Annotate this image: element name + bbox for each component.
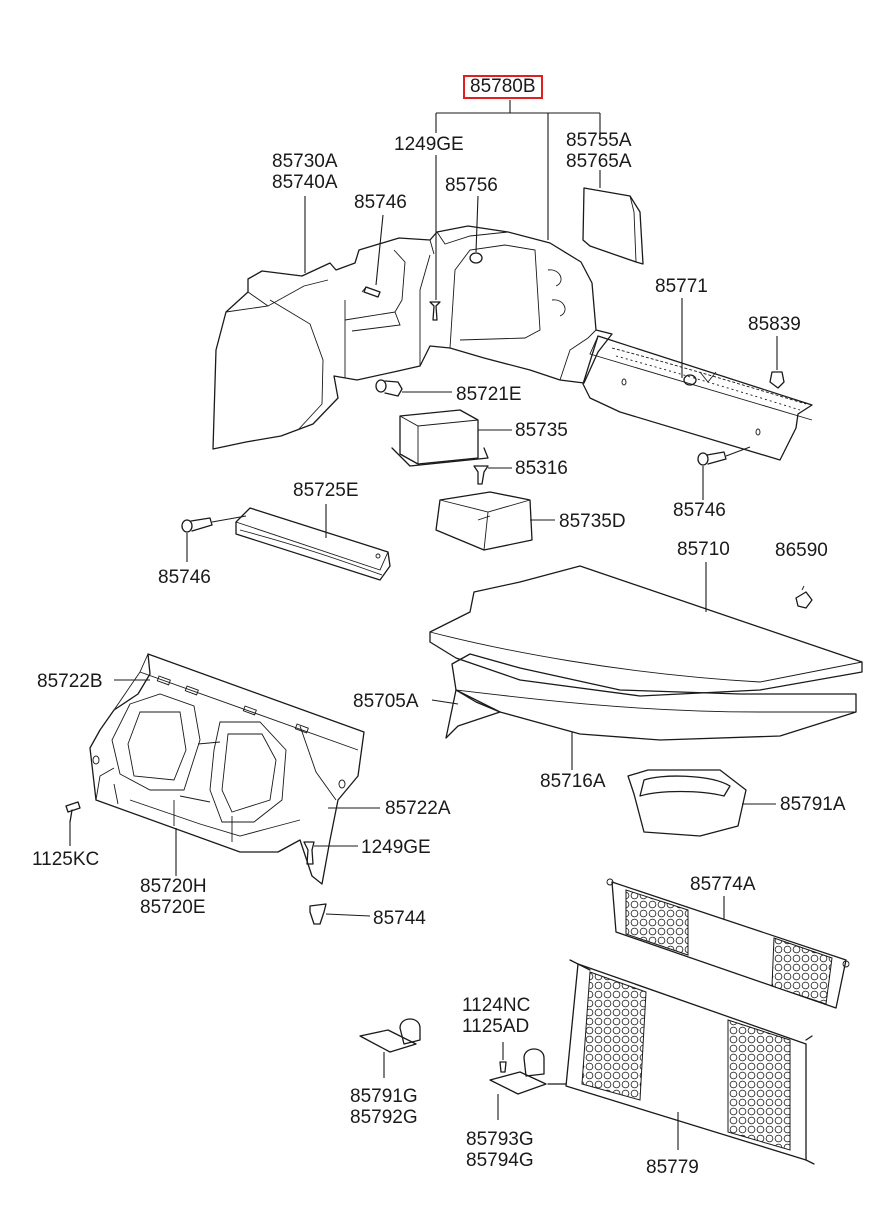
clip-85839 <box>769 336 785 389</box>
part-label-85779: 85779 <box>646 1157 699 1178</box>
part-label-85839: 85839 <box>748 314 801 335</box>
panel-85705A <box>431 689 501 739</box>
part-label-85744: 85744 <box>373 908 426 929</box>
part-label-85735D: 85735D <box>559 511 626 532</box>
part-label-85316: 85316 <box>515 458 568 479</box>
clip-1249GE-top <box>429 155 441 321</box>
part-label-85722B: 85722B <box>37 671 103 692</box>
part-label-85716A: 85716A <box>540 771 606 792</box>
sill-trim-85771 <box>582 298 813 461</box>
plug-85756 <box>469 195 483 264</box>
bracket-85793G <box>489 1042 547 1120</box>
clip-86590 <box>795 585 813 609</box>
part-label-85774A: 85774A <box>690 874 756 895</box>
part-label-85710: 85710 <box>677 539 730 560</box>
trunk-side-trim <box>212 225 613 450</box>
mat-85716A <box>451 653 857 770</box>
bolt-1125KC <box>65 801 81 846</box>
tub-85791A <box>627 769 776 837</box>
clip-1249GE-bottom <box>303 841 358 865</box>
bracket-85725E <box>235 504 391 581</box>
part-label-85746: 85746 <box>158 567 211 588</box>
part-label-85780B: 85780B <box>463 75 543 99</box>
floor-assembly-85722 <box>89 653 380 885</box>
part-label-85735: 85735 <box>515 420 568 441</box>
screw-85746-right <box>697 446 751 500</box>
part-label-85746: 85746 <box>354 192 407 213</box>
bracket-85791G <box>359 1018 421 1078</box>
fastener-85721E <box>375 379 452 397</box>
part-label-85771: 85771 <box>655 276 708 297</box>
pin-85744 <box>309 903 371 925</box>
part-label-1249GE: 1249GE <box>394 134 464 155</box>
part-label-1125KC: 1125KC <box>32 849 100 870</box>
part-label-85746: 85746 <box>673 500 726 521</box>
part-label-86590: 86590 <box>775 540 828 561</box>
part-label-85791A: 85791A <box>780 794 846 815</box>
net-85779 <box>547 959 815 1165</box>
service-lid-85755A <box>582 170 644 265</box>
board-85710 <box>429 562 863 697</box>
part-label-1249GE: 1249GE <box>361 837 431 858</box>
screw-85746-top <box>361 214 384 298</box>
screw-85316 <box>473 465 512 485</box>
part-label-85756: 85756 <box>445 175 498 196</box>
bin-85735D <box>435 491 555 551</box>
net-85774A <box>606 878 850 1009</box>
part-label-85721E: 85721E <box>456 384 522 405</box>
part-label-85725E: 85725E <box>293 480 359 501</box>
part-label-85705A: 85705A <box>353 691 419 712</box>
box-85735 <box>391 409 512 467</box>
bracket-85780B <box>435 100 601 240</box>
screw-85746-left <box>181 515 247 562</box>
part-label-85722A: 85722A <box>385 798 451 819</box>
